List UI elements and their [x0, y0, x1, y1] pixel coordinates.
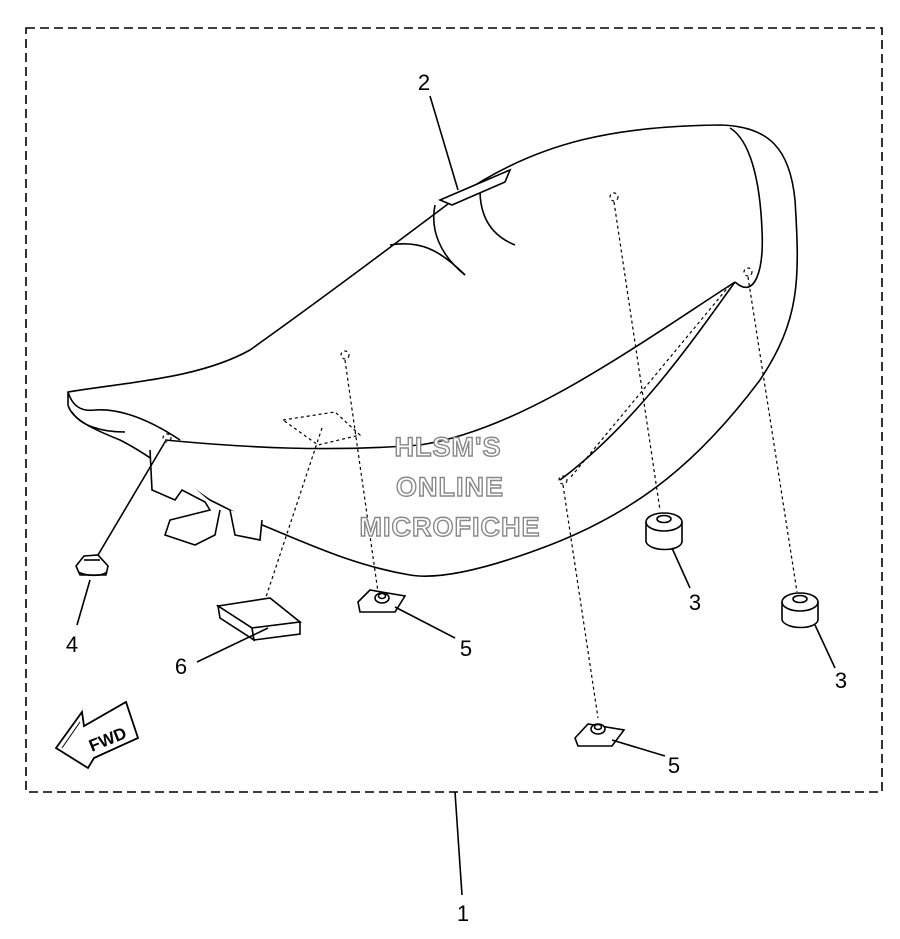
callout-5a: 5 — [460, 636, 472, 661]
damper-part-3b — [781, 592, 819, 629]
watermark: HLSM'S ONLINE MICROFICHE — [359, 431, 541, 542]
mount-hole-mid — [340, 350, 350, 360]
leader-lines — [76, 95, 836, 896]
watermark-line-3: MICROFICHE — [360, 512, 541, 542]
seat-emblem-strip — [437, 168, 512, 206]
seat-assembly — [67, 124, 799, 577]
watermark-line-2: ONLINE — [396, 472, 504, 502]
mount-hole-rear-right — [743, 267, 753, 277]
seat-underside-hook — [149, 449, 221, 546]
seat-pad-curve-2 — [433, 204, 466, 276]
pad-part-6 — [215, 597, 302, 642]
seat-pad-curve-3 — [479, 189, 516, 246]
watermark-line-1: HLSM'S — [395, 432, 502, 462]
assembly-lines — [264, 201, 798, 719]
seat-outline — [67, 124, 799, 577]
fwd-arrow-icon: FWD — [54, 700, 140, 770]
seat-surface-seam — [164, 281, 736, 450]
seat-rear-side — [559, 281, 736, 481]
seat-front-edge — [67, 391, 181, 441]
seat-front-lip — [71, 411, 126, 433]
nut-plate-part-5a — [357, 589, 407, 613]
damper-part-3a — [645, 512, 683, 551]
callout-3a: 3 — [689, 590, 701, 615]
callout-2: 2 — [418, 70, 430, 95]
callout-1: 1 — [457, 901, 469, 926]
mount-hole-rear-low — [558, 475, 568, 485]
mount-hole-rear-top — [609, 192, 619, 202]
callout-4: 4 — [66, 632, 78, 657]
callout-numbers: 2 3 3 4 5 5 6 1 — [66, 70, 847, 926]
assembly-boundary-box — [25, 27, 883, 793]
clip-part-4 — [75, 554, 109, 577]
callout-5b: 5 — [668, 753, 680, 778]
mount-hole-front — [162, 433, 172, 443]
callout-3b: 3 — [835, 668, 847, 693]
callout-6: 6 — [175, 654, 187, 679]
seat-underside-bracket — [229, 509, 263, 541]
pad-placement-outline — [281, 411, 362, 446]
nut-plate-part-5b — [574, 723, 626, 747]
seat-rear-hump — [729, 127, 764, 289]
